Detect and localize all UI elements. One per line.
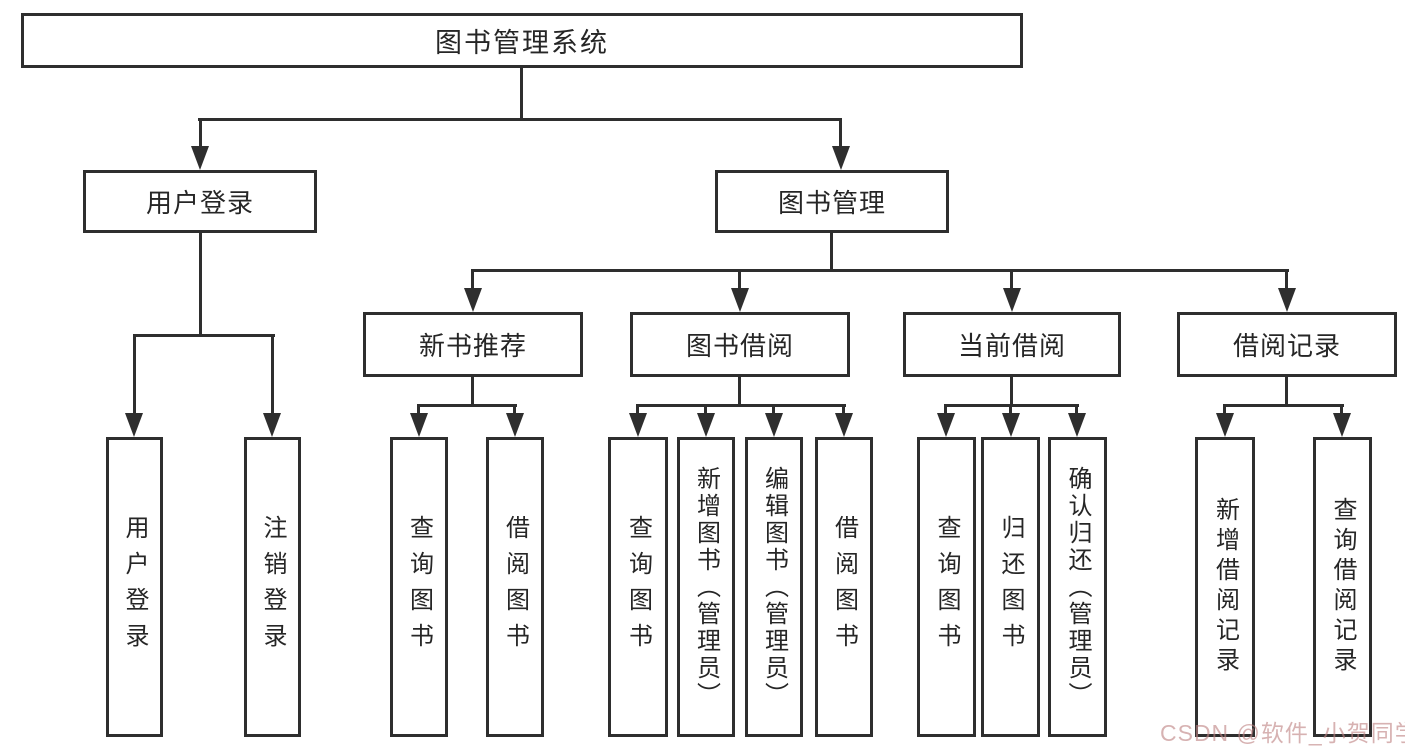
- connector-line: [471, 269, 474, 292]
- connector-line: [738, 269, 741, 292]
- connector-line: [1223, 404, 1344, 407]
- connector-line: [199, 233, 202, 336]
- leaf-query-books-current: 查询图书: [917, 437, 976, 737]
- connector-line: [471, 377, 474, 407]
- connector-line: [1285, 269, 1288, 292]
- arrow-down-icon: [731, 288, 749, 312]
- connector-line: [1223, 404, 1226, 417]
- arrow-down-icon: [1003, 288, 1021, 312]
- node-book-borrowing: 图书借阅: [630, 312, 850, 377]
- connector-line: [133, 334, 275, 337]
- connector-line: [1009, 404, 1012, 417]
- connector-line: [944, 404, 947, 417]
- connector-line: [1340, 404, 1343, 417]
- connector-line: [417, 404, 517, 407]
- leaf-add-books-admin: 新增图书（管理员）: [677, 437, 735, 737]
- arrow-down-icon: [191, 146, 209, 170]
- connector-line: [513, 404, 516, 417]
- arrow-down-icon: [1333, 413, 1351, 437]
- arrow-down-icon: [937, 413, 955, 437]
- leaf-edit-books-admin: 编辑图书（管理员）: [745, 437, 803, 737]
- arrow-down-icon: [1068, 413, 1086, 437]
- leaf-query-books-borrowing: 查询图书: [608, 437, 668, 737]
- node-new-book-recommend: 新书推荐: [363, 312, 583, 377]
- arrow-down-icon: [765, 413, 783, 437]
- arrow-down-icon: [835, 413, 853, 437]
- connector-line: [1075, 404, 1078, 417]
- leaf-add-borrow-record: 新增借阅记录: [1195, 437, 1255, 737]
- connector-line: [198, 118, 842, 121]
- leaf-confirm-return-admin: 确认归还（管理员）: [1048, 437, 1107, 737]
- arrow-down-icon: [832, 146, 850, 170]
- connector-line: [839, 118, 842, 146]
- connector-line: [738, 377, 741, 407]
- connector-line: [772, 404, 775, 417]
- arrow-down-icon: [263, 413, 281, 437]
- arrow-down-icon: [629, 413, 647, 437]
- connector-line: [520, 68, 523, 121]
- arrow-down-icon: [1278, 288, 1296, 312]
- leaf-borrow-books-borrowing: 借阅图书: [815, 437, 873, 737]
- csdn-watermark: CSDN @软件_小贺同学: [1160, 720, 1405, 746]
- node-book-management: 图书管理: [715, 170, 949, 233]
- leaf-borrow-books-recommend: 借阅图书: [486, 437, 544, 737]
- leaf-query-books-recommend: 查询图书: [390, 437, 448, 737]
- arrow-down-icon: [464, 288, 482, 312]
- connector-line: [830, 233, 833, 272]
- arrow-down-icon: [506, 413, 524, 437]
- arrow-down-icon: [697, 413, 715, 437]
- connector-line: [704, 404, 707, 417]
- connector-line: [199, 118, 202, 146]
- connector-line: [636, 404, 639, 417]
- connector-line: [417, 404, 420, 417]
- connector-line: [271, 334, 274, 416]
- connector-line: [1285, 377, 1288, 407]
- arrow-down-icon: [1002, 413, 1020, 437]
- arrow-down-icon: [410, 413, 428, 437]
- connector-line: [471, 269, 1289, 272]
- connector-line: [842, 404, 845, 417]
- leaf-logout-login: 注销登录: [244, 437, 301, 737]
- connector-line: [1010, 269, 1013, 292]
- node-borrowing-records: 借阅记录: [1177, 312, 1397, 377]
- arrow-down-icon: [125, 413, 143, 437]
- connector-line: [636, 404, 846, 407]
- node-current-borrowing: 当前借阅: [903, 312, 1121, 377]
- connector-line: [133, 334, 136, 416]
- arrow-down-icon: [1216, 413, 1234, 437]
- node-root-system: 图书管理系统: [21, 13, 1023, 68]
- leaf-return-books: 归还图书: [981, 437, 1040, 737]
- connector-line: [1010, 377, 1013, 407]
- leaf-query-borrow-record: 查询借阅记录: [1313, 437, 1372, 737]
- leaf-user-login: 用户登录: [106, 437, 163, 737]
- node-user-login: 用户登录: [83, 170, 317, 233]
